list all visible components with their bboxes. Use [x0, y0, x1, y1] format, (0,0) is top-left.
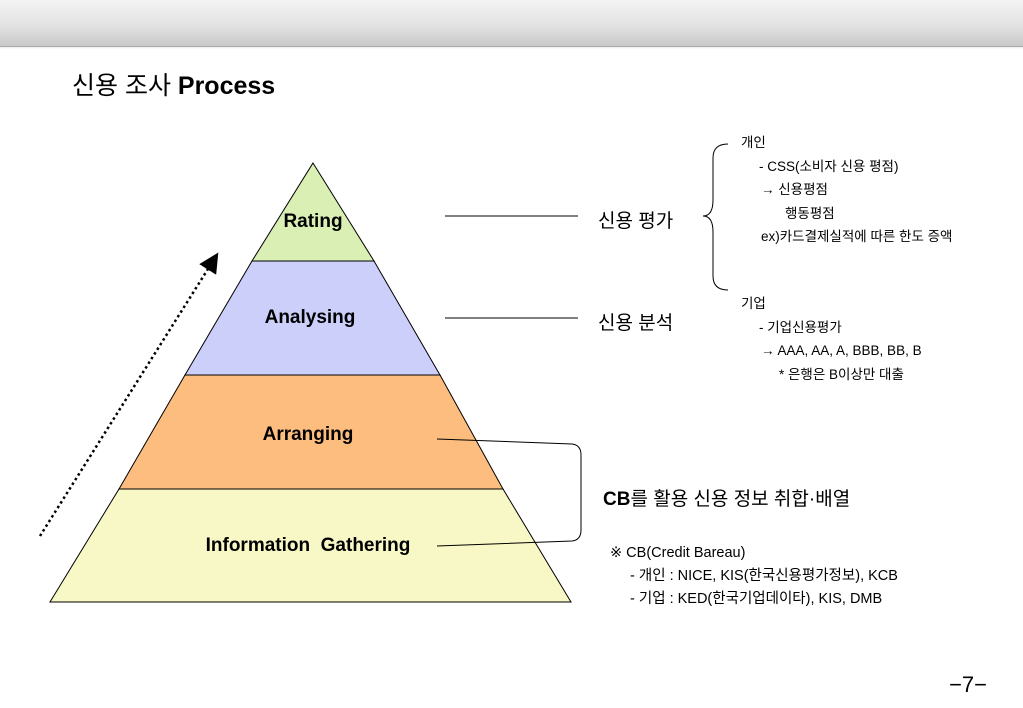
note-line: 행동평점 [785, 205, 835, 221]
pyramid-tier-information-gathering [49, 488, 572, 603]
tier-label-analysing: Analysing [264, 307, 356, 328]
page-title-ko: 신용 조사 [72, 72, 171, 100]
note-individual: 개인 - CSS(소비자 신용 평점) → 신용평점 행동평점 ex)카드결제실… [741, 131, 952, 249]
cb-collection-label: CB를 활용 신용 정보 취합·배열 [603, 484, 850, 511]
note-line: ex)카드결제실적에 따른 한도 증액 [761, 229, 953, 244]
tier-label-arranging: Arranging [262, 424, 354, 445]
note-line: - 개인 : NICE, KIS(한국신용평가정보), KCB [630, 568, 898, 584]
label-credit-rating: 신용 평가 [598, 211, 674, 232]
note-individual-heading: 개인 [741, 135, 766, 150]
note-corporate: 기업 - 기업신용평가 → AAA, AA, A, BBB, BB, B * 은… [741, 292, 922, 386]
cb-rest: 를 활용 신용 정보 취합·배열 [630, 489, 851, 510]
header-band [0, 0, 1023, 49]
cb-prefix: CB [603, 489, 631, 510]
note-line: → 신용평점 [761, 182, 828, 197]
note-line: - 기업신용평가 [759, 319, 842, 335]
page-title: 신용 조사 Process [72, 66, 275, 102]
page-number: −7− [949, 672, 987, 697]
arranging-gathering-connector [436, 438, 582, 547]
note-cb: ※ CB(Credit Bareau) - 개인 : NICE, KIS(한국신… [610, 542, 898, 611]
note-line: ※ CB(Credit Bareau) [610, 545, 746, 561]
note-line: - 기업 : KED(한국기업데이타), KIS, DMB [630, 591, 883, 607]
note-line: - CSS(소비자 신용 평점) [759, 158, 899, 174]
page-title-en: Process [177, 72, 276, 100]
upward-dotted-arrow [38, 252, 219, 537]
label-credit-analysis: 신용 분석 [598, 313, 674, 334]
note-corporate-heading: 기업 [741, 296, 766, 311]
tier-label-rating: Rating [283, 211, 343, 232]
curly-brace [702, 143, 729, 291]
note-line: → AAA, AA, A, BBB, BB, B [761, 343, 922, 358]
note-line: * 은행은 B이상만 대출 [779, 366, 904, 382]
tier-label-information-gathering: Information Gathering [205, 535, 411, 556]
